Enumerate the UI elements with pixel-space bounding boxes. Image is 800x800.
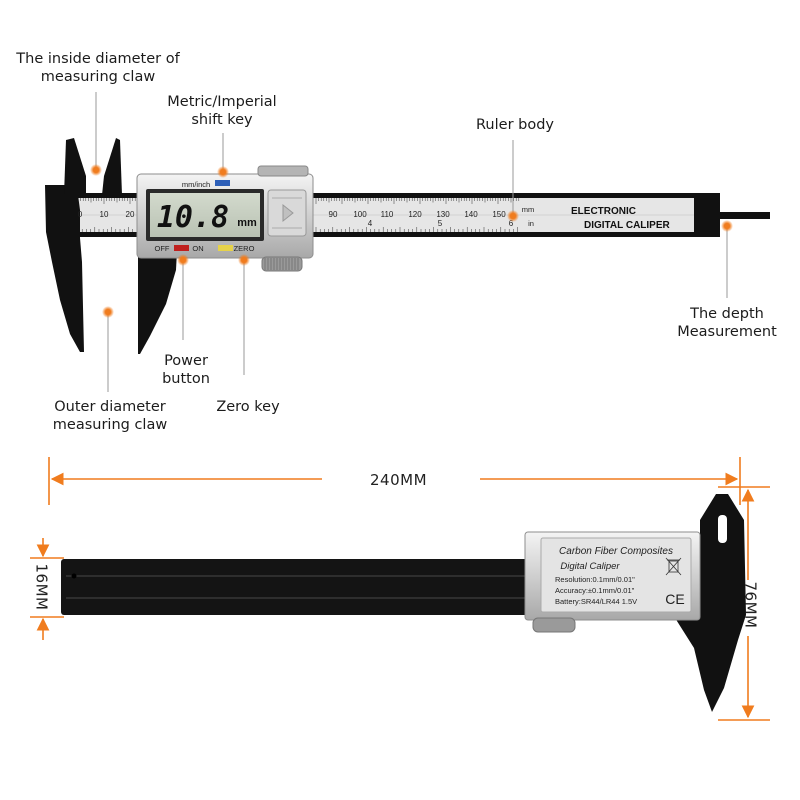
mm-scale-label: 10 <box>100 210 109 219</box>
zero-key[interactable] <box>218 245 233 251</box>
back-battery: Battery:SR44/LR44 1.5V <box>555 597 637 606</box>
back-title-2: Digital Caliper <box>560 561 620 572</box>
callout-depth: The depth Measurement <box>677 306 777 340</box>
back-slot <box>718 515 727 543</box>
back-label <box>540 537 692 613</box>
slider-lower-jaw <box>138 232 178 354</box>
back-accuracy: Accuracy:±0.1mm/0.01" <box>555 586 635 595</box>
inch-scale-label: 4 <box>368 219 373 228</box>
scale-ticks <box>77 198 520 232</box>
unit-shift-key[interactable] <box>215 180 230 186</box>
mm-scale-label: 110 <box>381 210 394 219</box>
power-key[interactable] <box>174 245 189 251</box>
back-title-1: Carbon Fiber Composites <box>559 546 673 557</box>
callout-dots <box>90 164 733 318</box>
mm-scale-label: 100 <box>353 210 367 219</box>
inch-scale-label: 5 <box>438 219 443 228</box>
slider-grip <box>267 189 307 237</box>
callout-leaders <box>95 92 728 392</box>
dimension-lines <box>30 457 770 721</box>
lcd-unit: mm <box>237 217 257 229</box>
mm-scale-label: 90 <box>329 210 338 219</box>
dot-shift-key <box>217 166 229 178</box>
inch-scale-labels: 4 5 6 <box>368 219 514 228</box>
callout-ruler-body: Ruler body <box>476 117 554 133</box>
dot-zero-key <box>238 254 250 266</box>
depth-rod <box>718 212 770 219</box>
mm-scale-label: 130 <box>436 210 450 219</box>
back-thumb-wheel <box>532 617 576 633</box>
dot-ruler-body <box>507 210 519 222</box>
beam-hole <box>71 573 77 579</box>
lcd-reading: 10.8 <box>157 200 229 235</box>
dot-inside-claw <box>90 164 102 176</box>
callout-outer-claw: Outer diameter measuring claw <box>52 399 168 433</box>
caliper-back-view: Carbon Fiber Composites Digital Caliper … <box>61 494 746 712</box>
dim-width: 76MM <box>741 581 760 629</box>
thumb-wheel-top <box>257 165 309 177</box>
scale-in-unit: in <box>528 219 534 228</box>
mm-scale-labels: 0 10 20 90 100 110 120 130 140 150 <box>78 210 506 219</box>
callout-shift-key: Metric/Imperial shift key <box>167 94 277 128</box>
dot-depth <box>721 220 733 232</box>
lcd-screen <box>150 193 260 237</box>
dot-power <box>177 254 189 266</box>
dot-outer-claw <box>102 306 114 318</box>
callout-inside-claw: The inside diameter of measuring claw <box>16 51 180 85</box>
fixed-jaw <box>45 185 84 352</box>
mm-scale-label: 20 <box>126 210 135 219</box>
ce-mark: CE <box>665 591 684 607</box>
caliper-front-view: 10.8 mm mm/inch OFF ON ZERO 0 10 20 90 100 11… <box>45 138 770 354</box>
mm-scale-label: 0 <box>78 210 83 219</box>
scale-mm-unit: mm <box>522 205 535 214</box>
thumb-wheel-knurl <box>264 258 299 270</box>
weee-bin-icon <box>665 557 682 576</box>
zero-label: ZERO <box>234 244 255 253</box>
inch-scale-label: 6 <box>509 219 514 228</box>
callout-power: Power button <box>162 353 210 387</box>
unit-key-label: mm/inch <box>182 180 210 189</box>
mm-scale-label: 140 <box>464 210 478 219</box>
on-label: ON <box>192 244 203 253</box>
dim-length: 240MM <box>370 471 428 489</box>
inside-claw-fixed <box>64 138 86 195</box>
off-label: OFF <box>155 244 170 253</box>
back-beam <box>61 559 531 615</box>
brand-line-2: DIGITAL CALIPER <box>584 220 671 231</box>
dim-height: 16MM <box>32 563 51 611</box>
callout-zero-key: Zero key <box>216 399 280 415</box>
back-resolution: Resolution:0.1mm/0.01" <box>555 575 635 584</box>
inside-claw-moving <box>102 138 122 195</box>
mm-scale-label: 120 <box>408 210 422 219</box>
mm-scale-label: 150 <box>492 210 506 219</box>
brand-line-1: ELECTRONIC <box>571 206 636 217</box>
